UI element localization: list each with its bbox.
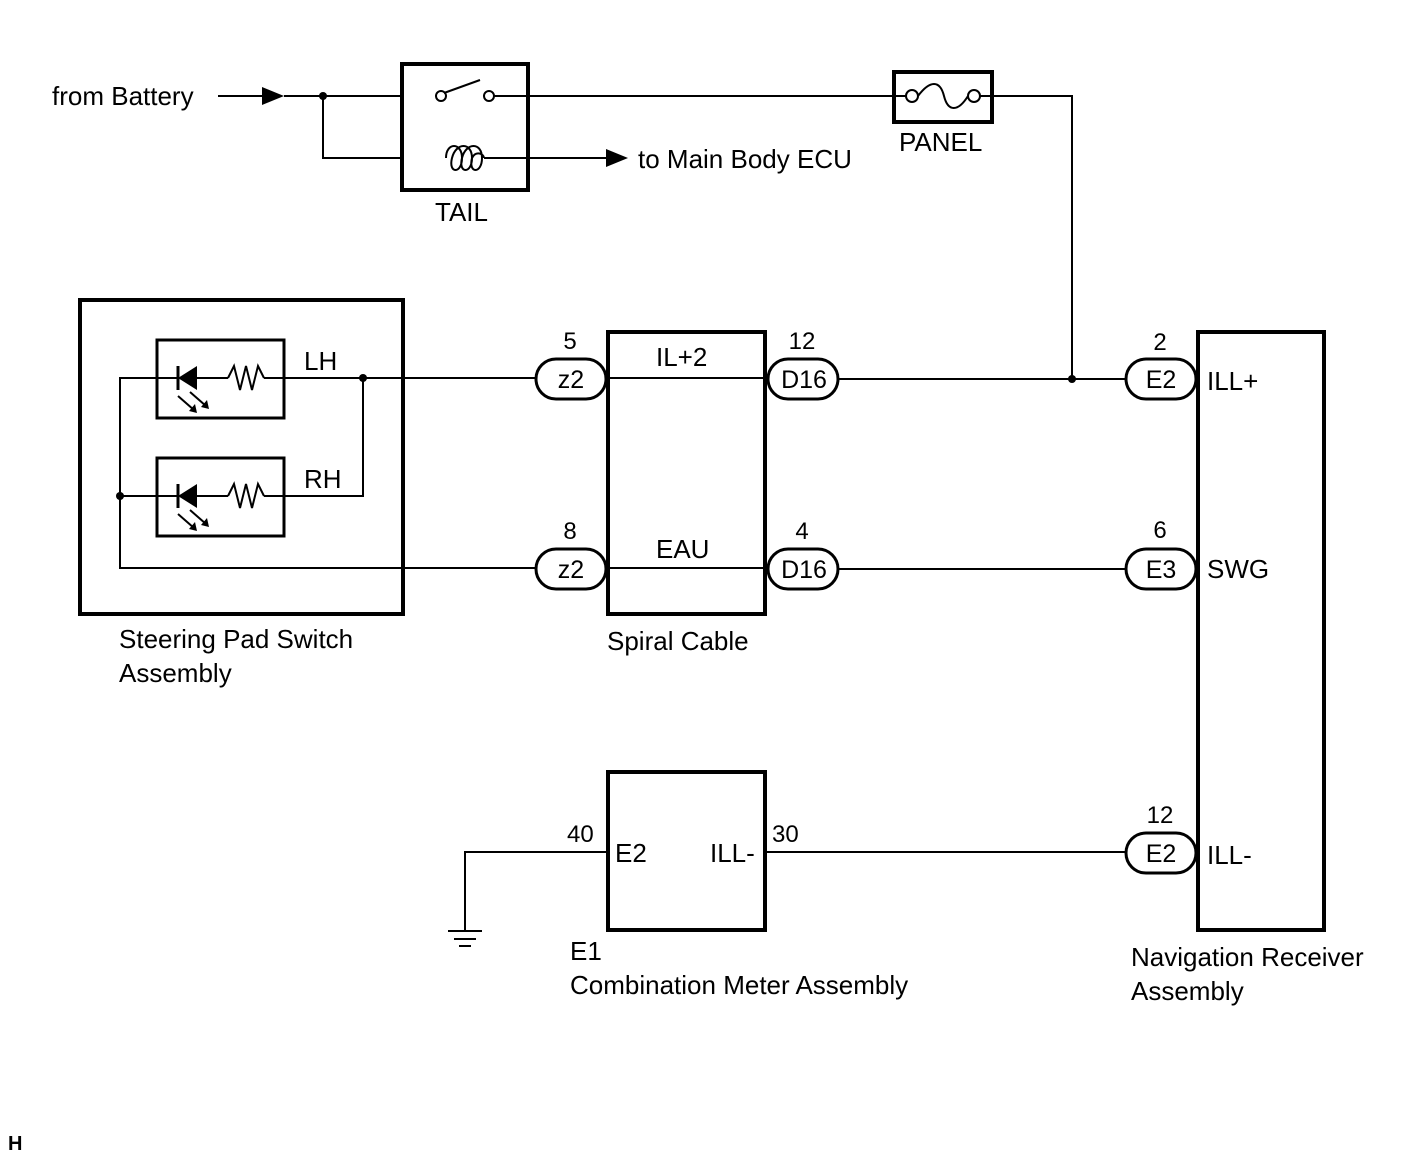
fuse-to-navigation-wire: [992, 95, 1073, 379]
spiral-terminal-il2: IL+2: [656, 342, 707, 372]
fuse-element-icon: [917, 83, 969, 109]
tail-relay-box: [400, 62, 530, 192]
panel-fuse-label: PANEL: [899, 127, 982, 157]
terminal-ill-plus: ILL+: [1207, 366, 1258, 396]
pin-40: 40: [567, 821, 594, 848]
navigation-title-line1: Navigation Receiver: [1131, 942, 1364, 972]
pin-12-e2: 12: [1147, 802, 1174, 829]
battery-feed-arrow: [262, 87, 284, 105]
rh-light-head-1: [189, 522, 197, 531]
connector-e2-top: [1124, 357, 1198, 401]
pin-8: 8: [563, 518, 576, 545]
spiral-cable-box: [606, 330, 767, 616]
rh-light-arrow-1: [177, 513, 195, 529]
lh-light-arrow-1: [177, 395, 195, 411]
pin-30: 30: [772, 821, 799, 848]
connector-e3-label: E3: [1146, 556, 1177, 584]
steering-pad-title-line1: Steering Pad Switch: [119, 624, 353, 654]
pin-2: 2: [1153, 329, 1166, 356]
pin-5: 5: [563, 328, 576, 355]
corner-mark: H: [8, 1133, 22, 1155]
from-battery-label: from Battery: [52, 81, 194, 111]
rh-output-wire: [264, 378, 364, 497]
lh-resistor-icon: [227, 363, 265, 391]
terminal-ill-minus: ILL-: [1207, 840, 1252, 870]
connector-e2-bottom-label: E2: [1146, 840, 1177, 868]
lh-light-arrow-2: [189, 391, 207, 407]
combination-meter-box: [606, 770, 767, 932]
connector-e3: [1124, 547, 1198, 591]
connector-z2-top: [534, 357, 608, 401]
combination-meter-code: E1: [570, 936, 602, 966]
rh-light-arrow-2: [189, 509, 207, 525]
led-cathode-wire: [119, 377, 536, 569]
rh-label: RH: [304, 464, 342, 494]
pin-4: 4: [795, 518, 808, 545]
relay-output-arrow: [606, 149, 628, 167]
meter-terminal-ill-minus: ILL-: [710, 838, 755, 868]
fuse-terminal-right: [967, 89, 981, 103]
connector-d16-bottom-label: D16: [781, 556, 827, 584]
terminal-swg: SWG: [1207, 554, 1269, 584]
spiral-terminal-eau: EAU: [656, 534, 709, 564]
rh-resistor-icon: [227, 481, 265, 509]
pin-12-d16: 12: [789, 328, 816, 355]
relay-coil-icon: [445, 145, 485, 171]
connector-e2-top-label: E2: [1146, 366, 1177, 394]
connector-d16-top-label: D16: [781, 366, 827, 394]
relay-contact-left: [435, 90, 447, 102]
connector-z2-bottom: [534, 547, 608, 591]
main-body-ecu-label: to Main Body ECU: [638, 144, 852, 174]
navigation-receiver-box: [1196, 330, 1326, 932]
lh-led-icon: [178, 366, 197, 390]
tail-relay-label: TAIL: [435, 197, 488, 227]
connector-z2-top-label: z2: [558, 366, 584, 394]
rh-led-icon: [178, 484, 197, 508]
connector-z2-bottom-label: z2: [558, 556, 584, 584]
rh-light-head-2: [201, 518, 209, 527]
spiral-cable-title: Spiral Cable: [607, 626, 749, 656]
pin-6: 6: [1153, 517, 1166, 544]
lh-light-head-2: [201, 400, 209, 409]
navigation-title-line2: Assembly: [1131, 976, 1244, 1006]
lh-label: LH: [304, 346, 337, 376]
steering-pad-title-line2: Assembly: [119, 658, 232, 688]
cathode-junction: [116, 492, 124, 500]
meter-terminal-e2: E2: [615, 838, 647, 868]
relay-contact-right: [483, 90, 495, 102]
combination-meter-title: Combination Meter Assembly: [570, 970, 908, 1000]
fuse-terminal-left: [905, 89, 919, 103]
ground-wire: [464, 851, 608, 930]
lh-light-head-1: [189, 404, 197, 413]
relay-switch-blade: [443, 79, 481, 94]
